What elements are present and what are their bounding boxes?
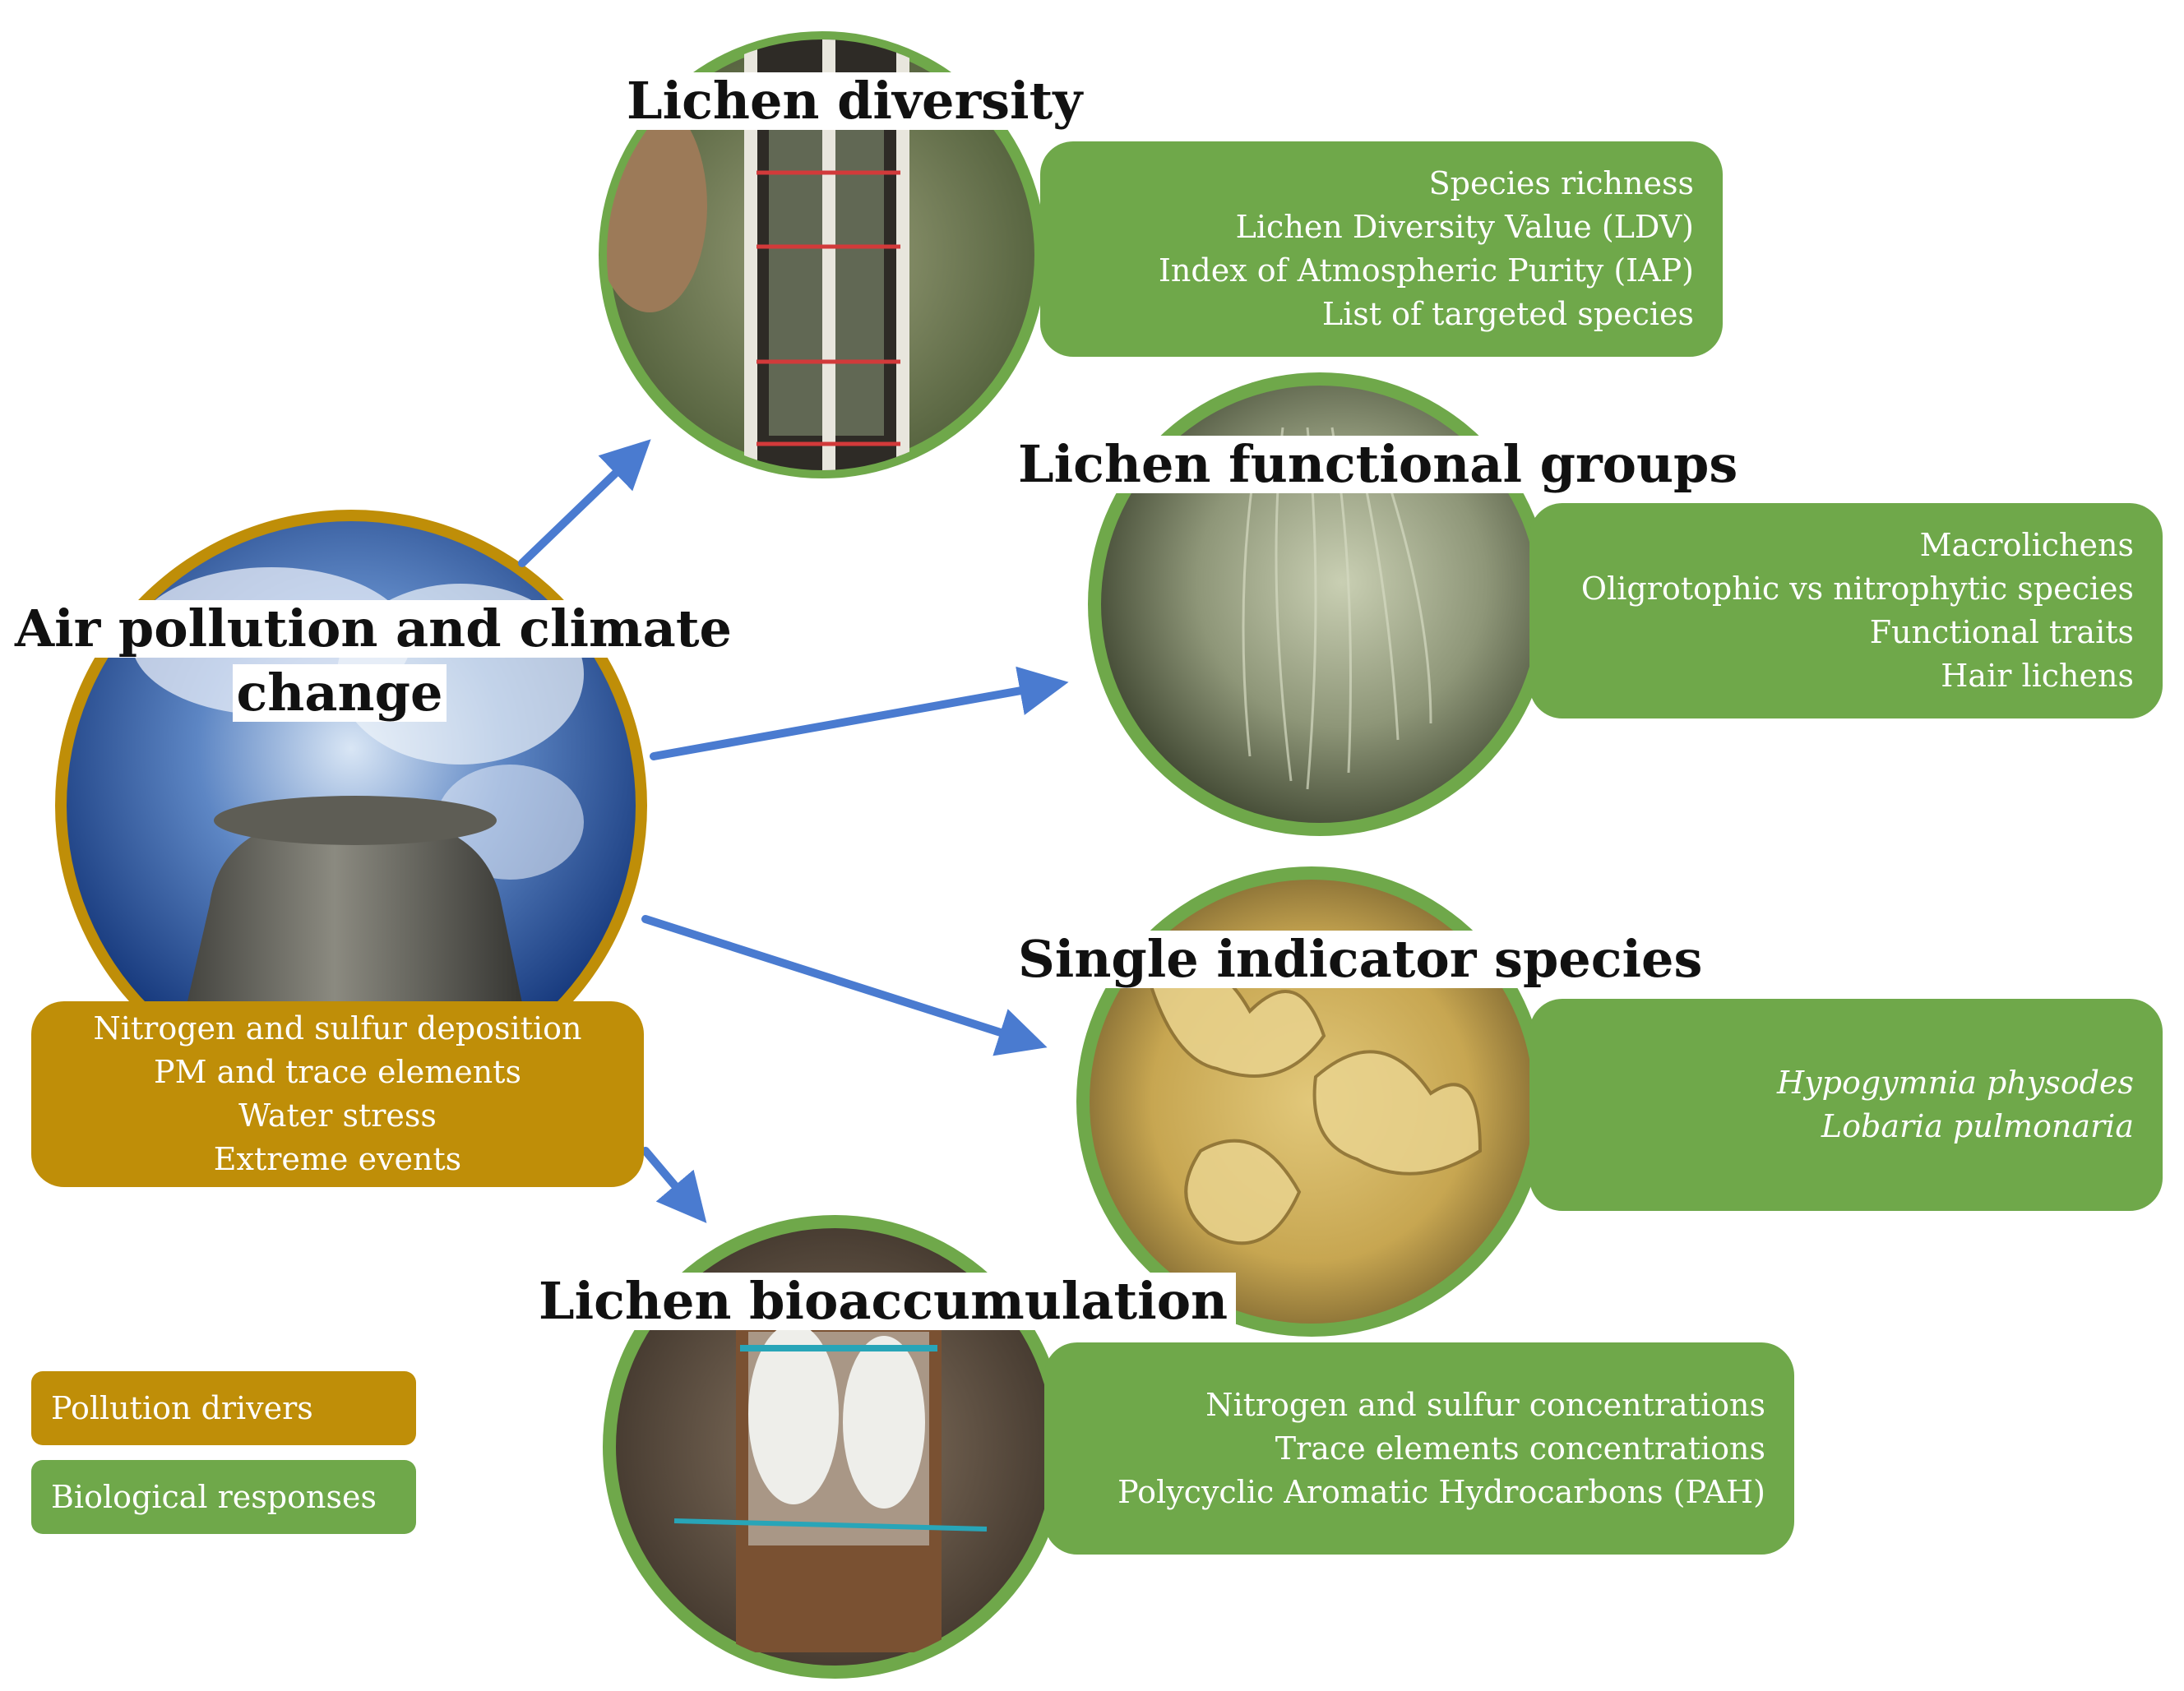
driver-item: Water stress <box>238 1097 437 1134</box>
bioaccumulation-item: Nitrogen and sulfur concentrations <box>1205 1386 1765 1423</box>
driver-title: Air pollution and climate change <box>15 598 732 722</box>
functional-list-box: Macrolichens Oligrotophic vs nitrophytic… <box>1529 503 2163 718</box>
driver-title-line2: change <box>233 664 447 722</box>
bioaccumulation-list-box: Nitrogen and sulfur concentrations Trace… <box>1044 1342 1794 1555</box>
bioaccumulation-item: Polycyclic Aromatic Hydrocarbons (PAH) <box>1117 1473 1765 1510</box>
functional-item: Macrolichens <box>1919 527 2134 563</box>
driver-item: Extreme events <box>213 1141 462 1177</box>
driver-title-line1: Air pollution and climate <box>15 598 732 658</box>
diversity-title: Lichen diversity <box>618 72 1091 130</box>
functional-item: Oligrotophic vs nitrophytic species <box>1580 571 2134 607</box>
diversity-item: Index of Atmospheric Purity (IAP) <box>1158 252 1694 289</box>
bioaccumulation-title: Lichen bioaccumulation <box>530 1273 1237 1330</box>
driver-list-box: Nitrogen and sulfur deposition PM and tr… <box>31 1001 644 1187</box>
functional-item: Hair lichens <box>1941 658 2134 694</box>
diversity-item: Species richness <box>1428 165 1694 201</box>
indicator-list-box: Hypogymnia physodes Lobaria pulmonaria <box>1529 999 2163 1211</box>
legend-pollution-drivers: Pollution drivers <box>31 1371 416 1445</box>
functional-title: Lichen functional groups <box>1010 436 1747 493</box>
arrow-to-functional-groups <box>650 666 1069 760</box>
diversity-list-box: Species richness Lichen Diversity Value … <box>1040 141 1723 357</box>
driver-item: PM and trace elements <box>154 1054 521 1090</box>
bioaccumulation-item: Trace elements concentrations <box>1275 1430 1765 1467</box>
legend-biological-responses: Biological responses <box>31 1460 416 1534</box>
indicator-title: Single indicator species <box>1010 931 1711 988</box>
diversity-item: List of targeted species <box>1321 296 1694 332</box>
indicator-item: Hypogymnia physodes <box>1777 1065 2134 1101</box>
arrow-to-lichen-diversity <box>518 439 651 567</box>
indicator-item: Lobaria pulmonaria <box>1821 1108 2134 1144</box>
diversity-item: Lichen Diversity Value (LDV) <box>1235 209 1694 245</box>
driver-item: Nitrogen and sulfur deposition <box>93 1010 582 1046</box>
arrow-to-bioaccumulation <box>641 1147 707 1223</box>
arrow-to-indicator-species <box>641 915 1048 1056</box>
lichen-transplant-bag-photo <box>603 1215 1067 1679</box>
connector-arrows <box>518 439 1069 1223</box>
functional-item: Functional traits <box>1869 614 2134 650</box>
